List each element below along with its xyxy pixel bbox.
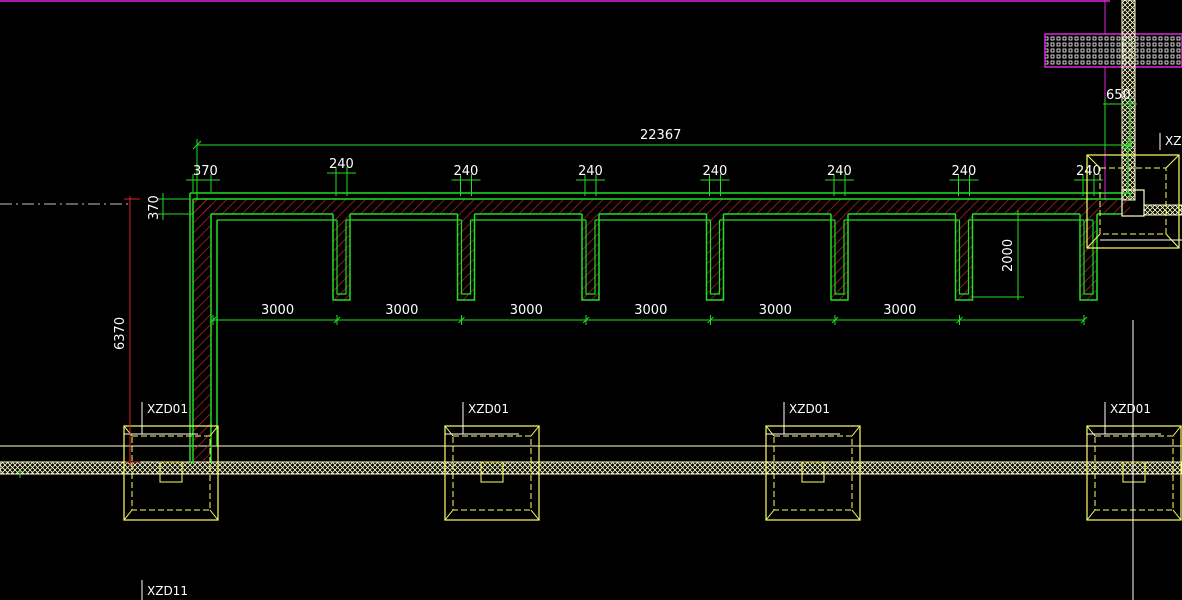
buttress-width-dim-2 bbox=[451, 174, 481, 196]
top-thickness-dimension bbox=[158, 193, 193, 220]
top-thickness-label: 370 bbox=[147, 195, 162, 220]
footing-tag-2: XZD01 bbox=[468, 402, 509, 416]
buttress-2 bbox=[456, 213, 586, 301]
footing-4 bbox=[1086, 402, 1182, 521]
overall-length-label: 22367 bbox=[640, 128, 681, 143]
spacing-dimension-group: 3000 3000 3000 3000 3000 3000 bbox=[209, 303, 1088, 325]
buttress-width-label-4: 240 bbox=[703, 164, 728, 179]
right-offset-dimension bbox=[1103, 98, 1137, 150]
buttress-1 bbox=[332, 213, 462, 301]
spacing-label-1: 3000 bbox=[261, 303, 294, 318]
footing-2 bbox=[444, 402, 540, 521]
buttress-3 bbox=[581, 213, 711, 301]
end-column-hatch bbox=[1143, 204, 1182, 216]
end-column bbox=[1121, 189, 1145, 217]
buttress-width-label-2: 240 bbox=[454, 164, 479, 179]
buttress-width-label-1: 240 bbox=[329, 157, 354, 172]
spacing-label-5: 3000 bbox=[759, 303, 792, 318]
footing-3 bbox=[765, 402, 861, 521]
spacing-label-3: 3000 bbox=[510, 303, 543, 318]
buttress-width-label-6: 240 bbox=[952, 164, 977, 179]
buttress-width-dim-7 bbox=[1074, 174, 1103, 196]
buttress-width-dim-4 bbox=[700, 174, 730, 196]
soil-block bbox=[1044, 33, 1182, 68]
buttress-4 bbox=[705, 213, 835, 301]
buttress-width-dim-5 bbox=[825, 174, 854, 196]
footing-1 bbox=[123, 402, 219, 521]
lower-footing-tag: XZD11 bbox=[147, 584, 188, 598]
height-dimension bbox=[124, 196, 140, 466]
buttress-6 bbox=[954, 213, 1084, 301]
footing-tag-3: XZD01 bbox=[789, 402, 830, 416]
buttress-width-label-7: 240 bbox=[1076, 164, 1101, 179]
buttress-width-dim-3 bbox=[576, 174, 605, 196]
buttress-width-label-3: 240 bbox=[578, 164, 603, 179]
left-thickness-label: 370 bbox=[193, 164, 218, 179]
spacing-label-6: 3000 bbox=[883, 303, 916, 318]
right-offset-label: 650 bbox=[1106, 88, 1131, 103]
grade-beam bbox=[0, 461, 1182, 475]
left-thickness-dimension bbox=[186, 174, 220, 192]
footing-top-right bbox=[1086, 133, 1182, 249]
overall-dimension bbox=[192, 139, 1133, 200]
buttress-group: 240 240 240 240 240 240 240 bbox=[211, 157, 1122, 301]
buttress-5 bbox=[830, 213, 960, 301]
buttress-width-label-5: 240 bbox=[827, 164, 852, 179]
buttress-width-dim-6 bbox=[949, 174, 979, 196]
spacing-label-4: 3000 bbox=[634, 303, 667, 318]
footing-tag-1: XZD01 bbox=[147, 402, 188, 416]
buttress-depth-dimension bbox=[972, 210, 1024, 300]
buttress-depth-label: 2000 bbox=[1001, 239, 1016, 272]
footing-group: XZD01 XZD01 XZD01 XZD01 bbox=[123, 402, 1182, 521]
retaining-wall bbox=[189, 192, 1131, 463]
height-label: 6370 bbox=[113, 317, 128, 350]
spacing-label-2: 3000 bbox=[385, 303, 418, 318]
buttress-7 bbox=[1079, 214, 1098, 301]
footing-tag-4: XZD01 bbox=[1110, 402, 1151, 416]
buttress-width-dim-1 bbox=[327, 167, 356, 196]
partial-tag: XZ bbox=[1165, 134, 1181, 148]
